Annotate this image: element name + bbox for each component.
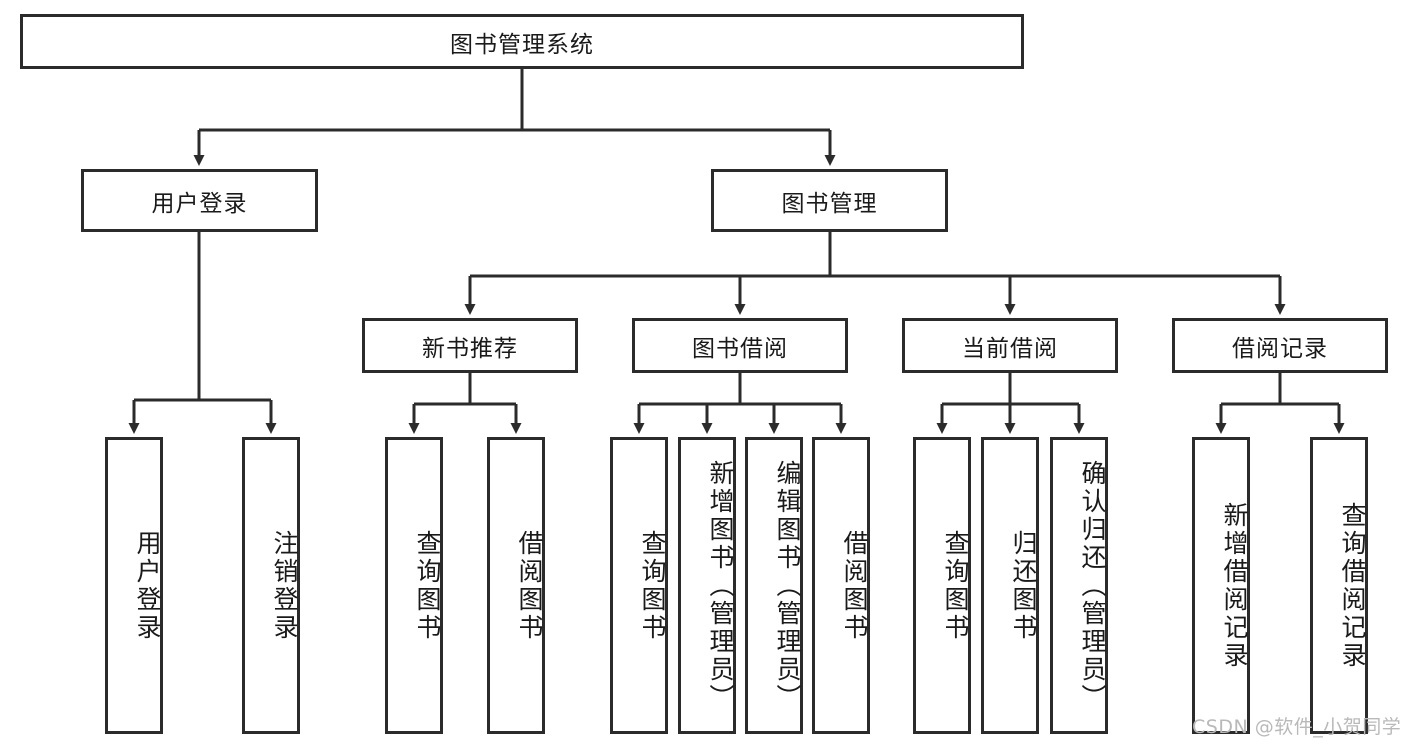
leaf-add-borrow-record[interactable]: 新增借阅记录 — [1192, 437, 1250, 734]
leaf-query-borrow-record[interactable]: 查询借阅记录 — [1310, 437, 1368, 734]
node-label: 查询图书 — [638, 529, 667, 642]
node-label: 编辑图书（管理员） — [773, 459, 802, 712]
leaf-borrow-book[interactable]: 借阅图书 — [812, 437, 870, 734]
node-current-borrow[interactable]: 当前借阅 — [902, 318, 1118, 373]
leaf-query-book-current[interactable]: 查询图书 — [913, 437, 971, 734]
node-borrow-record[interactable]: 借阅记录 — [1172, 318, 1388, 373]
leaf-return-book[interactable]: 归还图书 — [981, 437, 1039, 734]
node-label: 查询图书 — [413, 529, 442, 642]
node-book-management[interactable]: 图书管理 — [711, 169, 948, 232]
node-label: 新增借阅记录 — [1220, 501, 1249, 670]
leaf-confirm-return-admin[interactable]: 确认归还（管理员） — [1050, 437, 1108, 734]
node-label: 注销登录 — [270, 529, 299, 642]
node-label: 查询图书 — [941, 529, 970, 642]
node-label: 查询借阅记录 — [1338, 501, 1367, 670]
node-user-login[interactable]: 用户登录 — [81, 169, 318, 232]
node-label: 归还图书 — [1009, 529, 1038, 642]
node-label: 借阅图书 — [840, 529, 869, 642]
node-label: 图书借阅 — [692, 335, 788, 362]
leaf-logout[interactable]: 注销登录 — [242, 437, 300, 734]
node-label: 新书推荐 — [422, 335, 518, 362]
leaf-edit-book-admin[interactable]: 编辑图书（管理员） — [745, 437, 803, 734]
node-label: 确认归还（管理员） — [1078, 459, 1107, 712]
node-label: 用户登录 — [133, 529, 162, 642]
node-label: 图书管理系统 — [450, 31, 594, 58]
leaf-query-book-recommend[interactable]: 查询图书 — [385, 437, 443, 734]
node-label: 当前借阅 — [962, 335, 1058, 362]
leaf-user-login[interactable]: 用户登录 — [105, 437, 163, 734]
leaf-borrow-book-recommend[interactable]: 借阅图书 — [487, 437, 545, 734]
node-root[interactable]: 图书管理系统 — [20, 14, 1024, 69]
node-label: 用户登录 — [151, 190, 248, 217]
watermark-text: CSDN @软件_小贺同学 — [1192, 716, 1402, 738]
node-label: 图书管理 — [781, 190, 878, 217]
node-label: 借阅记录 — [1232, 335, 1328, 362]
node-book-borrow[interactable]: 图书借阅 — [632, 318, 848, 373]
leaf-add-book-admin[interactable]: 新增图书（管理员） — [678, 437, 736, 734]
node-label: 新增图书（管理员） — [706, 459, 735, 712]
node-new-book-recommend[interactable]: 新书推荐 — [362, 318, 578, 373]
leaf-query-book-borrow[interactable]: 查询图书 — [610, 437, 668, 734]
node-label: 借阅图书 — [515, 529, 544, 642]
